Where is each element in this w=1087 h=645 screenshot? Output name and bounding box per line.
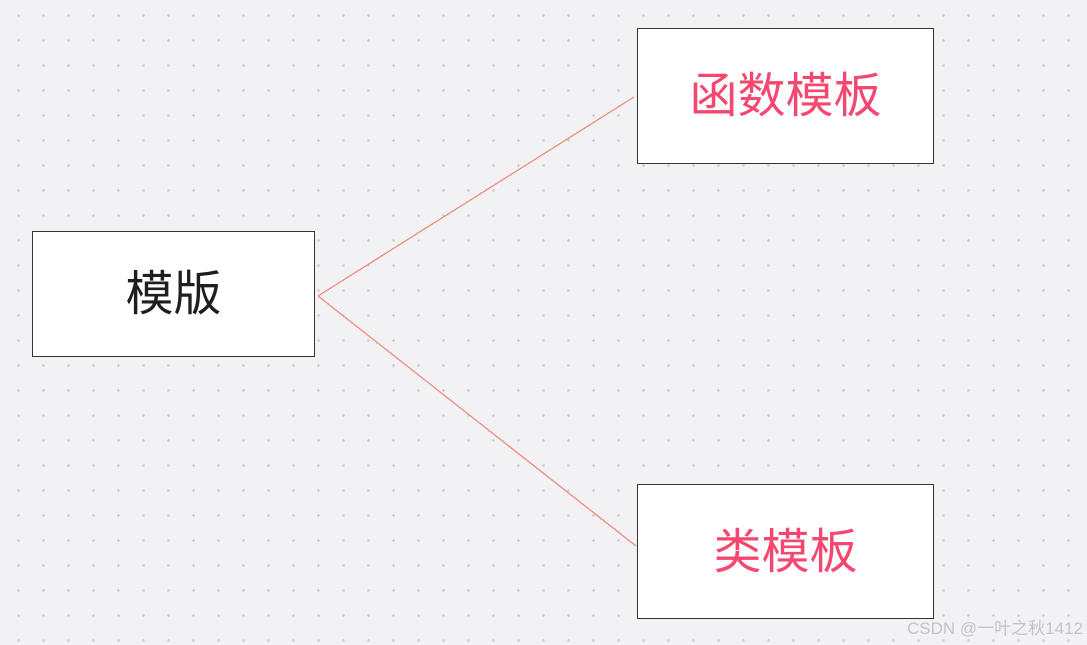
connector-root-to-class-template [317,295,637,547]
watermark: CSDN @一叶之秋1412 [907,619,1083,638]
function-template-node[interactable]: 函数模板 [637,28,934,164]
class-template-node[interactable]: 类模板 [637,484,934,619]
connector-root-to-function-template [317,96,635,297]
class-template-label: 类模板 [713,523,858,580]
root-node-label: 模版 [125,266,222,322]
root-node[interactable]: 模版 [32,231,315,357]
function-template-label: 函数模板 [689,68,882,124]
